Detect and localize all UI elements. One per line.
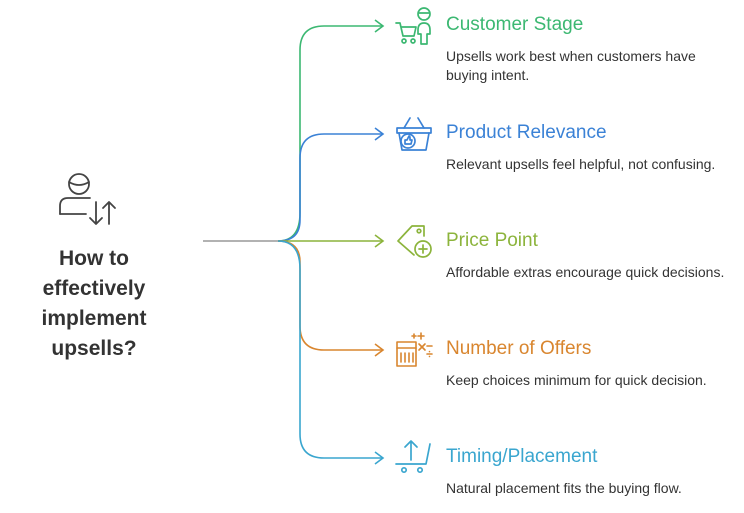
branch-description: Upsells work best when customers have bu…	[446, 48, 696, 83]
arrowhead-timing-placement	[374, 451, 385, 465]
shopper-with-cart-icon	[394, 6, 434, 46]
calculator-math-symbols-icon	[394, 330, 434, 370]
branch-title: Price Point	[446, 230, 538, 251]
connector-timing-placement	[277, 240, 382, 459]
branch-title: Product Relevance	[446, 122, 607, 143]
arrowhead-number-of-offers	[374, 343, 385, 357]
connector-product-relevance	[277, 133, 382, 242]
basket-thumbs-up-icon	[394, 114, 434, 154]
arrowhead-product-relevance	[374, 127, 385, 141]
cart-up-arrow-icon	[394, 438, 434, 478]
central-question: How to effectively implement upsells?	[41, 247, 147, 360]
branch-title: Timing/Placement	[446, 446, 598, 467]
branch-description: Keep choices minimum for quick decision.	[446, 372, 707, 388]
branch-title: Number of Offers	[446, 338, 592, 359]
price-tag-plus-icon	[394, 222, 434, 262]
person-up-down-arrows-icon	[54, 168, 124, 241]
branch-title: Customer Stage	[446, 14, 584, 35]
connector-number-of-offers	[277, 240, 382, 351]
branch-description: Natural placement fits the buying flow.	[446, 480, 682, 496]
arrowhead-price-point	[374, 234, 385, 248]
branch-description: Relevant upsells feel helpful, not confu…	[446, 156, 716, 172]
branch-description: Affordable extras encourage quick decisi…	[446, 264, 725, 280]
arrowhead-customer-stage	[374, 19, 385, 33]
